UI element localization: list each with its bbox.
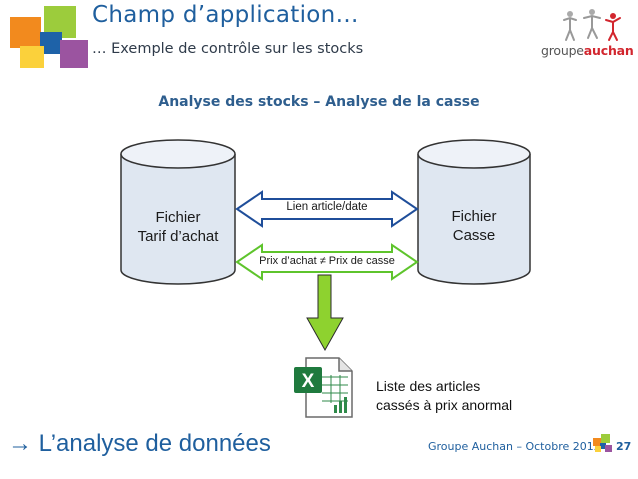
right-database-line1: Fichier <box>451 208 497 225</box>
result-line2: cassés à prix anormal <box>376 397 513 413</box>
footer-company: Groupe Auchan – Octobre 2012 <box>428 440 601 453</box>
link-top-arrow <box>235 190 419 228</box>
page-number: 27 <box>616 440 632 453</box>
footer-squares <box>592 434 612 456</box>
link-top-label: Lien article/date <box>286 201 368 213</box>
link-bottom-arrow <box>235 243 419 281</box>
left-database-cylinder <box>120 139 236 285</box>
brand-name: groupeauchan <box>541 43 634 58</box>
slide-subtitle: … Exemple de contrôle sur les stocks <box>92 41 364 57</box>
brand-part1: groupe <box>541 43 584 58</box>
result-line1: Liste des articles <box>376 378 481 394</box>
right-database-line2: Casse <box>452 227 496 244</box>
decorative-squares <box>0 0 92 72</box>
left-database-line2: Tarif d’achat <box>137 228 219 245</box>
excel-file-icon: X <box>292 357 356 419</box>
left-database-line1: Fichier <box>155 209 201 226</box>
link-bottom-label: Prix d’achat ≠ Prix de casse <box>259 255 395 267</box>
right-database-cylinder <box>417 139 531 285</box>
right-database-label: Fichier Casse <box>418 207 530 245</box>
left-database-label: Fichier Tarif d’achat <box>121 208 235 246</box>
auchan-logo-icon <box>556 6 626 44</box>
result-label: Liste des articles cassés à prix anormal <box>376 377 512 415</box>
section-tagline: → L’analyse de données <box>8 430 271 457</box>
brand-part2: auchan <box>583 43 634 58</box>
slide-title: Champ d’application… <box>92 2 359 28</box>
down-arrow <box>306 274 344 352</box>
svg-text:X: X <box>302 371 315 392</box>
diagram-heading: Analyse des stocks – Analyse de la casse <box>158 94 480 110</box>
